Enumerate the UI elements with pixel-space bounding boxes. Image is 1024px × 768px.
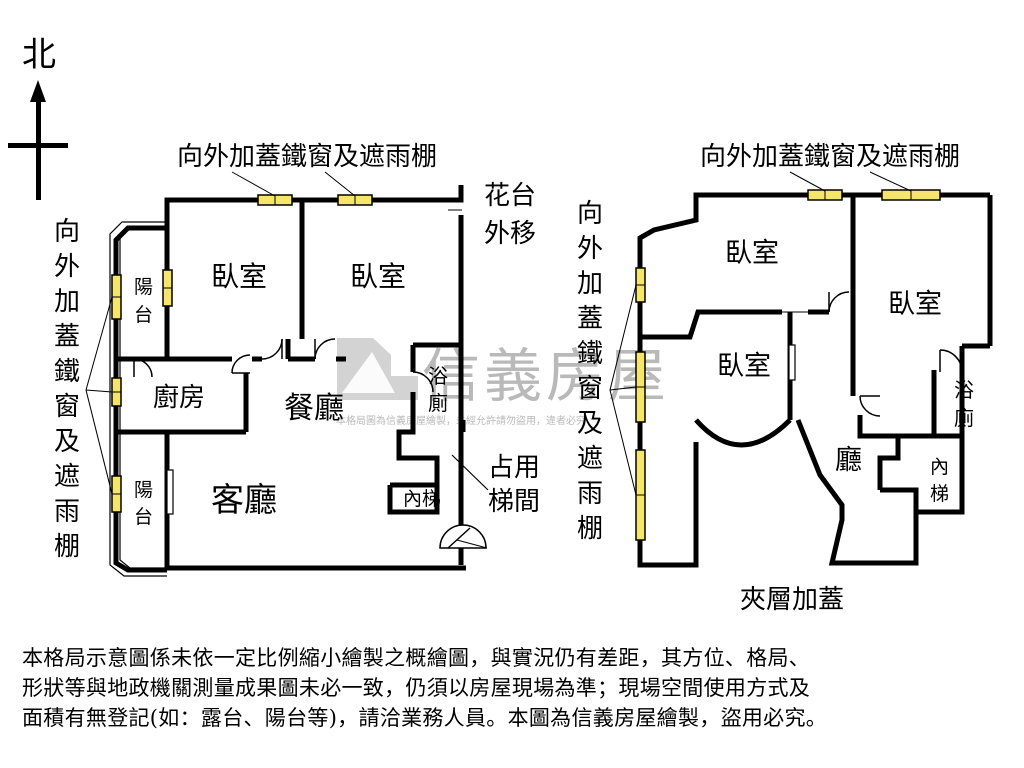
- right-stair-label-1: 內: [930, 456, 949, 478]
- svg-text:向: 向: [577, 199, 603, 229]
- svg-text:及: 及: [577, 409, 603, 439]
- disclaimer-line: 形狀等與地政機關測量成果圖未必一致，仍須以房屋現場為準；現場空間使用方式及: [22, 676, 811, 700]
- right-bath-label-1: 浴: [954, 378, 974, 402]
- north-label: 北: [22, 35, 56, 75]
- compass: 北: [8, 35, 68, 200]
- svg-text:棚: 棚: [54, 532, 80, 562]
- balcony-top-label-1: 陽: [134, 276, 153, 298]
- right-hall-label: 廳: [835, 445, 862, 476]
- svg-text:加: 加: [577, 269, 603, 299]
- stair-room-label-1: 占用: [488, 453, 540, 483]
- svg-text:及: 及: [54, 427, 80, 457]
- right-bottom-note: 夾層加蓋: [740, 585, 844, 615]
- left-doors: [133, 338, 488, 549]
- svg-text:遮: 遮: [54, 462, 80, 492]
- left-leaders: [85, 171, 462, 495]
- svg-text:加: 加: [54, 287, 80, 317]
- right-bedroom-right-label: 臥室: [888, 289, 942, 320]
- svg-text:蓋: 蓋: [54, 322, 80, 352]
- right-bedroom-top-label: 臥室: [725, 238, 779, 269]
- svg-text:鐵: 鐵: [577, 339, 603, 369]
- disclaimer-line: 面積有無登記(如：露台、陽台等)，請洽業務人員。本圖為信義房屋繪製，盜用必究。: [22, 706, 828, 730]
- svg-text:向: 向: [54, 217, 80, 247]
- right-walls: [637, 192, 993, 568]
- left-plan: 向外加蓋鐵窗及遮雨棚 向 外 加 蓋 鐵 窗 及 遮 雨 棚 花台 外移 陽 台…: [54, 142, 540, 577]
- compass-vertical: [36, 98, 41, 200]
- svg-text:外: 外: [54, 252, 80, 282]
- compass-horizontal: [8, 143, 68, 148]
- right-bath-label-2: 廁: [954, 406, 974, 430]
- svg-text:窗: 窗: [54, 392, 80, 422]
- dining-label: 餐廳: [284, 391, 344, 426]
- svg-text:窗: 窗: [577, 374, 603, 404]
- kitchen-label: 廚房: [153, 383, 205, 413]
- bedroom-1-label: 臥室: [211, 260, 267, 293]
- right-plan: 向外加蓋鐵窗及遮雨棚 向 外 加 蓋 鐵 窗 及 遮 雨 棚 臥室 臥室 臥室 …: [577, 142, 993, 615]
- planter-note-line1: 花台: [484, 181, 536, 211]
- left-top-note: 向外加蓋鐵窗及遮雨棚: [177, 142, 437, 172]
- svg-text:遮: 遮: [577, 444, 603, 474]
- right-leaders: [609, 171, 912, 496]
- bedroom-2-label: 臥室: [350, 260, 406, 293]
- disclaimer: 本格局示意圖係未依一定比例縮小繪製之概繪圖，與實況仍有差距，其方位、格局、 形狀…: [22, 643, 1012, 733]
- balcony-bottom-label-1: 陽: [134, 479, 153, 501]
- balcony-top-label-2: 台: [134, 304, 153, 326]
- svg-text:蓋: 蓋: [577, 304, 603, 334]
- balcony-bottom-label-2: 台: [134, 506, 153, 528]
- north-arrow-icon: [30, 80, 46, 102]
- left-windows: [111, 194, 373, 513]
- inner-stair-label: 內梯: [403, 488, 441, 510]
- right-bedroom-mid-label: 臥室: [717, 351, 771, 382]
- left-side-note: 向 外 加 蓋 鐵 窗 及 遮 雨 棚: [54, 217, 80, 562]
- living-label: 客廳: [211, 480, 277, 519]
- svg-text:棚: 棚: [577, 514, 603, 544]
- right-doors: [828, 291, 963, 417]
- disclaimer-line: 本格局示意圖係未依一定比例縮小繪製之概繪圖，與實況仍有差距，其方位、格局、: [22, 646, 811, 670]
- svg-text:外: 外: [577, 234, 603, 264]
- bath-label-2: 廁: [428, 391, 448, 415]
- stair-room-label-2: 梯間: [488, 487, 540, 517]
- right-side-note: 向 外 加 蓋 鐵 窗 及 遮 雨 棚: [577, 199, 603, 544]
- svg-text:雨: 雨: [54, 497, 80, 527]
- planter-note-line2: 外移: [484, 219, 536, 249]
- right-stair-label-2: 梯: [930, 483, 949, 505]
- right-top-note: 向外加蓋鐵窗及遮雨棚: [700, 142, 960, 172]
- svg-text:鐵: 鐵: [54, 357, 80, 387]
- svg-text:雨: 雨: [577, 479, 603, 509]
- bath-label-1: 浴: [428, 364, 448, 388]
